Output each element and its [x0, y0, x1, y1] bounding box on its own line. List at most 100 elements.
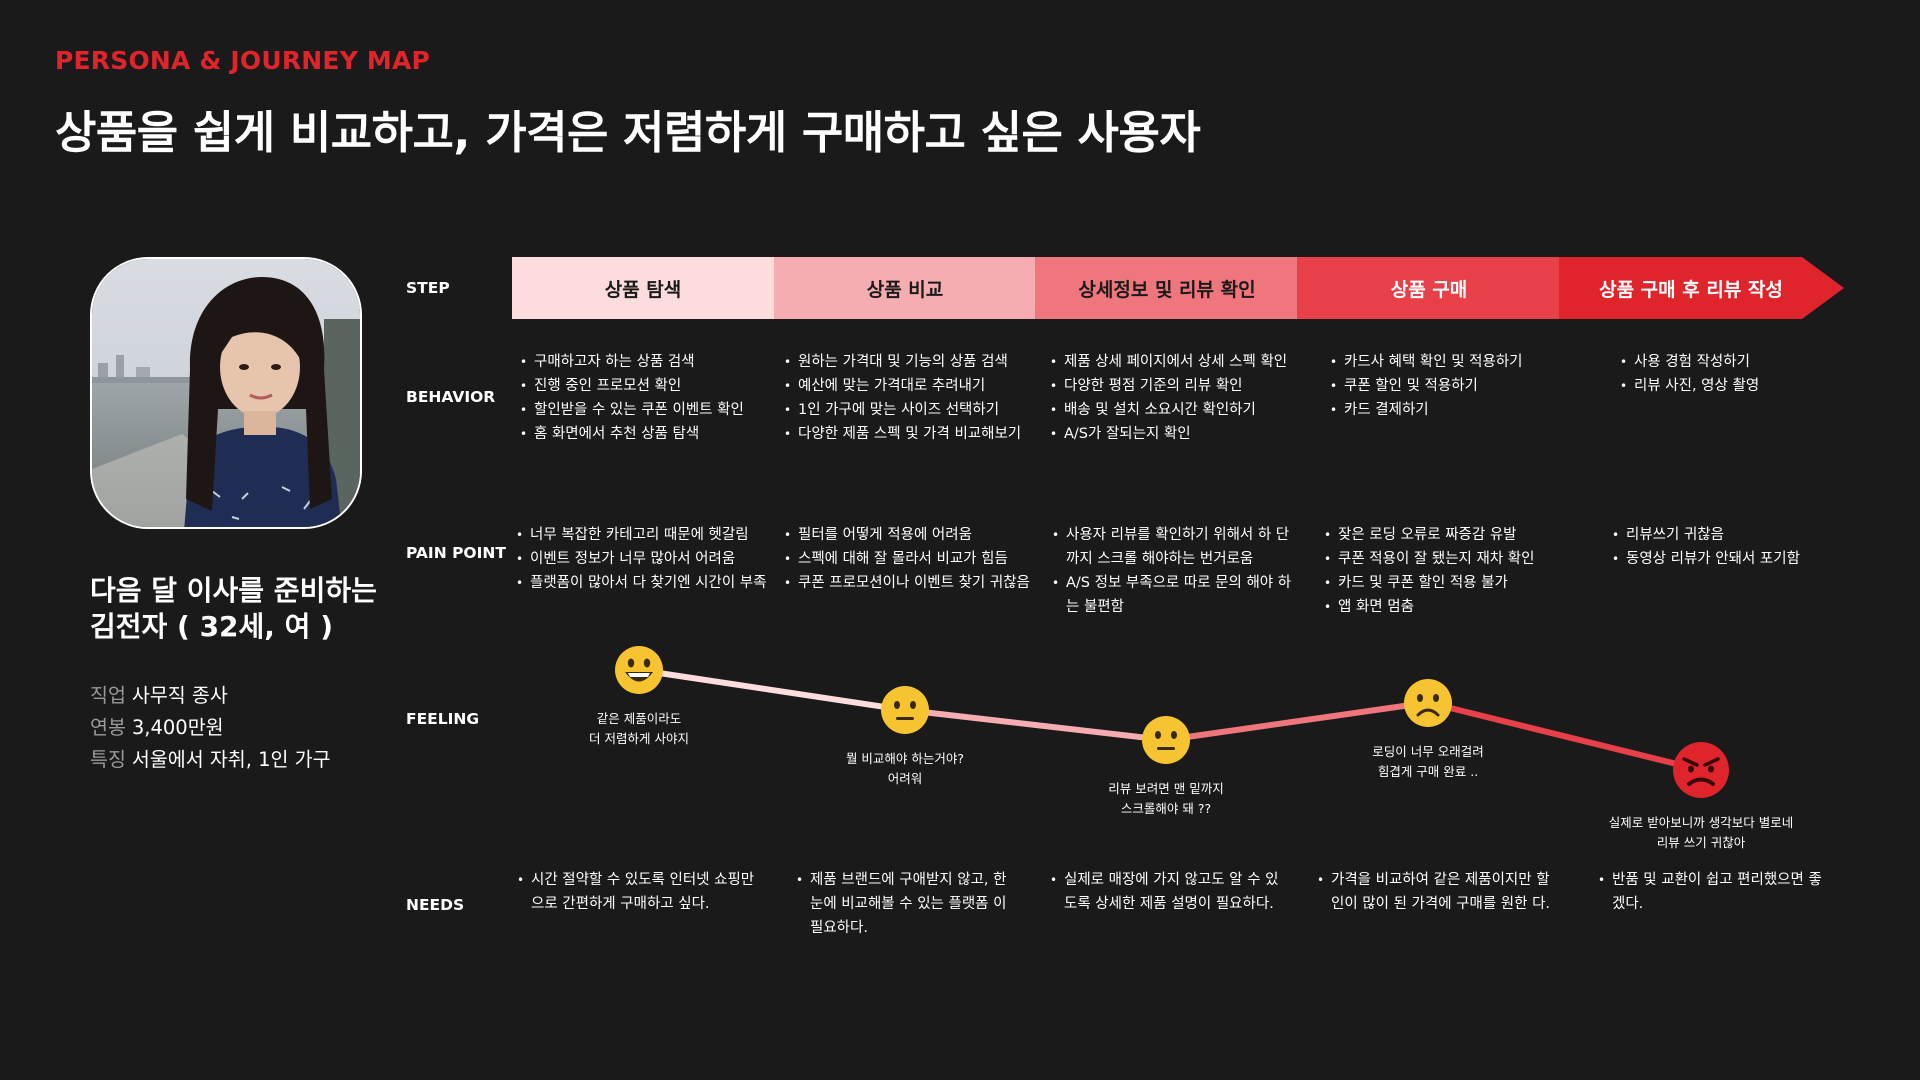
feeling-caption-line: 로딩이 너무 오래걸려 — [1308, 742, 1548, 762]
eyebrow-label: PERSONA & JOURNEY MAP — [55, 46, 430, 75]
persona-name: 다음 달 이사를 준비하는 김전자 ( 32세, 여 ) — [90, 573, 410, 645]
info-key: 특징 — [90, 748, 126, 771]
row-label-feeling: FEELING — [406, 710, 479, 728]
feeling-caption-line: 뭘 비교해야 하는거야? — [785, 749, 1025, 769]
info-key: 연봉 — [90, 716, 126, 739]
feeling-caption-1: 같은 제품이라도 더 저렴하게 사야지 — [519, 709, 759, 749]
behavior-item: 구매하고자 하는 상품 검색 — [520, 350, 744, 374]
pain-item: 잦은 로딩 오류로 짜증감 유발 — [1324, 523, 1534, 547]
pain-item: 쿠폰 적용이 잘 됐는지 재차 확인 — [1324, 547, 1534, 571]
frowning-face-icon — [1403, 678, 1453, 732]
pain-col-5: 리뷰쓰기 귀찮음 동영상 리뷰가 안돼서 포기함 — [1612, 523, 1800, 571]
behavior-item: 카드사 혜택 확인 및 적용하기 — [1330, 350, 1523, 374]
behavior-item: 홈 화면에서 추천 상품 탐색 — [520, 422, 744, 446]
pain-item: 너무 복잡한 카테고리 때문에 헷갈림 — [516, 523, 766, 547]
behavior-col-4: 카드사 혜택 확인 및 적용하기 쿠폰 할인 및 적용하기 카드 결제하기 — [1330, 350, 1523, 422]
row-label-pain-point: PAIN POINT — [406, 544, 506, 562]
feeling-caption-line: 실제로 받아보니까 생각보다 별로네 — [1581, 813, 1821, 833]
behavior-item: 쿠폰 할인 및 적용하기 — [1330, 374, 1523, 398]
feeling-caption-3: 리뷰 보려면 맨 밑까지 스크롤해야 돼 ?? — [1046, 779, 1286, 819]
behavior-col-2: 원하는 가격대 및 기능의 상품 검색 예산에 맞는 가격대로 추려내기 1인 … — [784, 350, 1021, 446]
pain-item: 스펙에 대해 잘 몰라서 비교가 힘듬 — [784, 547, 1030, 571]
behavior-item: 1인 가구에 맞는 사이즈 선택하기 — [784, 398, 1021, 422]
feeling-segment-1 — [639, 670, 905, 710]
needs-item: 시간 절약할 수 있도록 인터넷 쇼핑만 으로 간편하게 구매하고 싶다. — [517, 868, 767, 916]
behavior-item: 진행 중인 프로모션 확인 — [520, 374, 744, 398]
needs-col-4: 가격을 비교하여 같은 제품이지만 할인이 많이 된 가격에 구매를 원한 다. — [1317, 868, 1557, 916]
pain-col-3: 사용자 리뷰를 확인하기 위해서 하 단까지 스크롤 해야하는 번거로움 A/S… — [1052, 523, 1292, 619]
pain-col-1: 너무 복잡한 카테고리 때문에 헷갈림 이벤트 정보가 너무 많아서 어려움 플… — [516, 523, 766, 595]
step-5: 상품 구매 후 리뷰 작성 — [1560, 257, 1822, 319]
behavior-item: 제품 상세 페이지에서 상세 스펙 확인 — [1050, 350, 1287, 374]
behavior-item: 사용 경험 작성하기 — [1620, 350, 1759, 374]
behavior-col-3: 제품 상세 페이지에서 상세 스펙 확인 다양한 평점 기준의 리뷰 확인 배송… — [1050, 350, 1287, 446]
step-3: 상세정보 및 리뷰 확인 — [1036, 257, 1298, 319]
behavior-item: 원하는 가격대 및 기능의 상품 검색 — [784, 350, 1021, 374]
pain-item: 쿠폰 프로모션이나 이벤트 찾기 귀찮음 — [784, 571, 1030, 595]
behavior-col-1: 구매하고자 하는 상품 검색 진행 중인 프로모션 확인 할인받을 수 있는 쿠… — [520, 350, 744, 446]
info-value: 사무직 종사 — [132, 684, 228, 707]
info-job: 직업 사무직 종사 — [90, 680, 331, 712]
feeling-segment-3 — [1166, 703, 1428, 741]
feeling-caption-4: 로딩이 너무 오래걸려 힘겹게 구매 완료 .. — [1308, 742, 1548, 782]
step-2: 상품 비교 — [774, 257, 1036, 319]
behavior-item: 예산에 맞는 가격대로 추려내기 — [784, 374, 1021, 398]
step-4: 상품 구매 — [1298, 257, 1560, 319]
behavior-item: 다양한 제품 스펙 및 가격 비교해보기 — [784, 422, 1021, 446]
pain-item: 리뷰쓰기 귀찮음 — [1612, 523, 1800, 547]
needs-item: 가격을 비교하여 같은 제품이지만 할인이 많이 된 가격에 구매를 원한 다. — [1317, 868, 1557, 916]
info-value: 서울에서 자취, 1인 가구 — [132, 748, 331, 771]
info-key: 직업 — [90, 684, 126, 707]
pain-col-4: 잦은 로딩 오류로 짜증감 유발 쿠폰 적용이 잘 됐는지 재차 확인 카드 및… — [1324, 523, 1534, 619]
feeling-caption-line: 리뷰 보려면 맨 밑까지 — [1046, 779, 1286, 799]
pain-item: 동영상 리뷰가 안돼서 포기함 — [1612, 547, 1800, 571]
pain-item: 이벤트 정보가 너무 많아서 어려움 — [516, 547, 766, 571]
step-1: 상품 탐색 — [512, 257, 774, 319]
persona-photo — [90, 257, 362, 529]
grinning-face-icon — [614, 645, 664, 699]
journey-steps: 상품 탐색 상품 비교 상세정보 및 리뷰 확인 상품 구매 상품 구매 후 리… — [512, 257, 1844, 319]
row-label-needs: NEEDS — [406, 896, 464, 914]
needs-item: 제품 브랜드에 구애받지 않고, 한 눈에 비교해볼 수 있는 플랫폼 이 필요… — [796, 868, 1014, 940]
pain-item: 사용자 리뷰를 확인하기 위해서 하 단까지 스크롤 해야하는 번거로움 — [1052, 523, 1292, 571]
pain-item: 필터를 어떻게 적용에 어려움 — [784, 523, 1030, 547]
feeling-caption-line: 리뷰 쓰기 귀찮아 — [1581, 833, 1821, 853]
row-label-behavior: BEHAVIOR — [406, 388, 495, 406]
behavior-item: 할인받을 수 있는 쿠폰 이벤트 확인 — [520, 398, 744, 422]
needs-item: 실제로 매장에 가지 않고도 알 수 있 도록 상세한 제품 설명이 필요하다. — [1050, 868, 1295, 916]
needs-col-1: 시간 절약할 수 있도록 인터넷 쇼핑만 으로 간편하게 구매하고 싶다. — [517, 868, 767, 916]
neutral-face-icon — [880, 685, 930, 739]
feeling-caption-line: 같은 제품이라도 — [519, 709, 759, 729]
info-salary: 연봉 3,400만원 — [90, 712, 331, 744]
feeling-caption-line: 더 저렴하게 사야지 — [519, 729, 759, 749]
behavior-item: A/S가 잘되는지 확인 — [1050, 422, 1287, 446]
needs-col-3: 실제로 매장에 가지 않고도 알 수 있 도록 상세한 제품 설명이 필요하다. — [1050, 868, 1295, 916]
behavior-item: 다양한 평점 기준의 리뷰 확인 — [1050, 374, 1287, 398]
feeling-caption-5: 실제로 받아보니까 생각보다 별로네 리뷰 쓰기 귀찮아 — [1581, 813, 1821, 853]
needs-item: 반품 및 교환이 쉽고 편리했으면 좋겠다. — [1598, 868, 1823, 916]
feeling-caption-2: 뭘 비교해야 하는거야? 어려워 — [785, 749, 1025, 789]
persona-name-line1: 다음 달 이사를 준비하는 — [90, 573, 410, 609]
needs-col-2: 제품 브랜드에 구애받지 않고, 한 눈에 비교해볼 수 있는 플랫폼 이 필요… — [796, 868, 1014, 940]
row-label-step: STEP — [406, 279, 450, 297]
page-title: 상품을 쉽게 비교하고, 가격은 저렴하게 구매하고 싶은 사용자 — [55, 96, 1200, 161]
persona-name-line2: 김전자 ( 32세, 여 ) — [90, 609, 410, 645]
pain-item: A/S 정보 부족으로 따로 문의 해야 하는 불편함 — [1052, 571, 1292, 619]
pain-col-2: 필터를 어떻게 적용에 어려움 스펙에 대해 잘 몰라서 비교가 힘듬 쿠폰 프… — [784, 523, 1030, 595]
feeling-caption-line: 스크롤해야 돼 ?? — [1046, 799, 1286, 819]
pain-item: 플랫폼이 많아서 다 찾기엔 시간이 부족 — [516, 571, 766, 595]
info-value: 3,400만원 — [132, 716, 224, 739]
info-trait: 특징 서울에서 자취, 1인 가구 — [90, 744, 331, 776]
pain-item: 앱 화면 멈춤 — [1324, 595, 1534, 619]
behavior-item: 카드 결제하기 — [1330, 398, 1523, 422]
behavior-item: 리뷰 사진, 영상 촬영 — [1620, 374, 1759, 398]
behavior-col-5: 사용 경험 작성하기 리뷰 사진, 영상 촬영 — [1620, 350, 1759, 398]
neutral-face-icon — [1141, 715, 1191, 769]
pain-item: 카드 및 쿠폰 할인 적용 불가 — [1324, 571, 1534, 595]
feeling-caption-line: 힘겹게 구매 완료 .. — [1308, 762, 1548, 782]
behavior-item: 배송 및 설치 소요시간 확인하기 — [1050, 398, 1287, 422]
needs-col-5: 반품 및 교환이 쉽고 편리했으면 좋겠다. — [1598, 868, 1823, 916]
feeling-caption-line: 어려워 — [785, 769, 1025, 789]
persona-info: 직업 사무직 종사 연봉 3,400만원 특징 서울에서 자취, 1인 가구 — [90, 680, 331, 776]
feeling-segment-2 — [905, 710, 1166, 740]
